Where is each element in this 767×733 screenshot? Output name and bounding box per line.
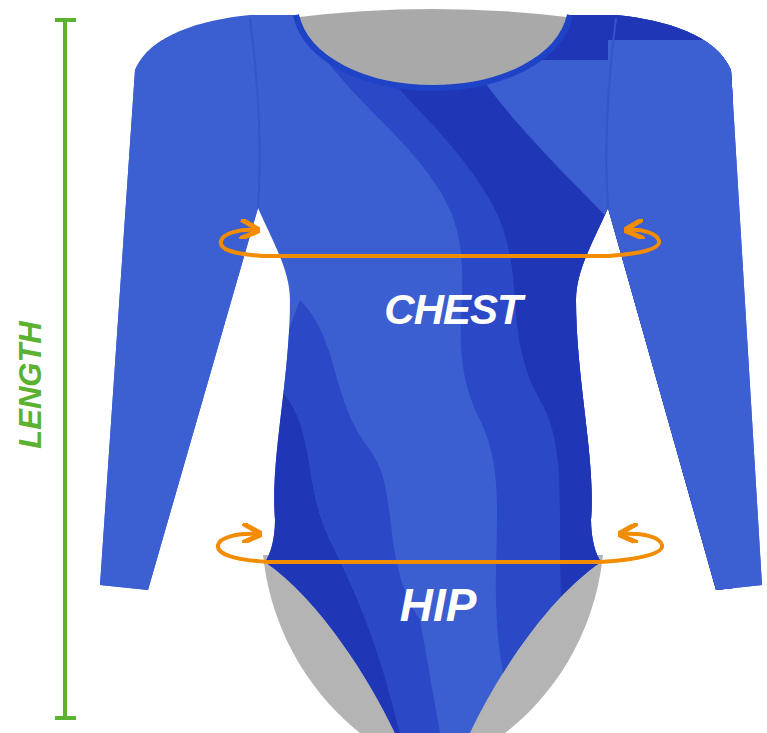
measure-label: HIP bbox=[400, 582, 477, 628]
measure-label: CHEST bbox=[384, 289, 521, 331]
length-bar bbox=[55, 20, 76, 718]
wave-pattern bbox=[100, 15, 766, 733]
dimension-label: LENGTH bbox=[15, 317, 46, 452]
collar-trim bbox=[296, 15, 570, 88]
sleeve-seam bbox=[606, 18, 616, 208]
sleeve-seam bbox=[250, 18, 260, 208]
hip-measure bbox=[218, 534, 662, 562]
chest-measure bbox=[221, 230, 659, 256]
